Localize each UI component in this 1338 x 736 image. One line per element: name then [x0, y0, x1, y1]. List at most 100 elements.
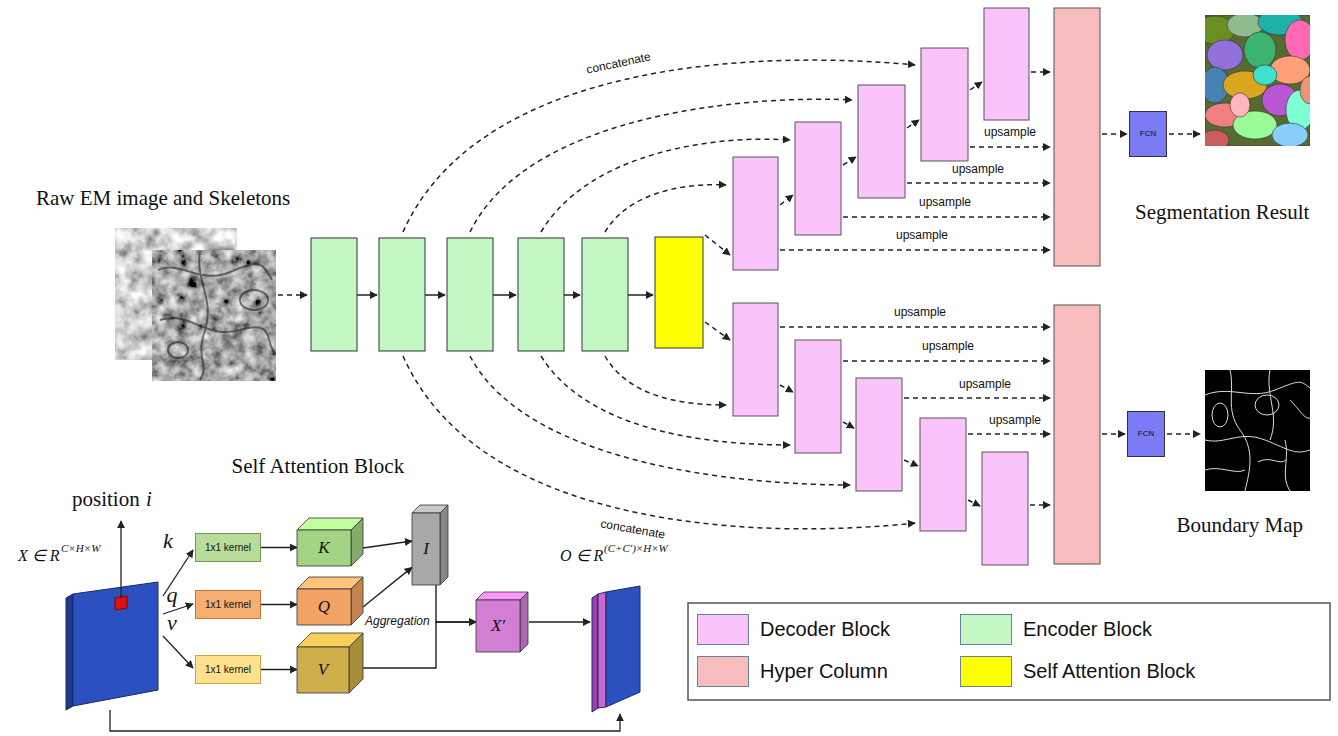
attention-arrows [529, 621, 590, 622]
upsample-label: upsample [982, 126, 1038, 140]
operation-label: Aggregation [363, 615, 432, 629]
dashed-arrows [843, 422, 854, 428]
em-image [168, 342, 188, 358]
node-text: 1x1 kernel [205, 542, 251, 553]
legend-swatch [697, 614, 749, 645]
em-image [152, 250, 276, 381]
dashed-arrows [470, 356, 850, 485]
upsample-label: upsample [987, 414, 1043, 428]
decoder-block [858, 85, 905, 198]
dashed-arrows [1030, 504, 1050, 506]
decoder-block [856, 378, 902, 491]
solid-arrows [493, 294, 516, 296]
output-caption: Boundary Map [1177, 513, 1304, 537]
cuboid-shape [412, 505, 448, 585]
node-face: Q [297, 589, 351, 625]
dashed-arrows [843, 216, 1050, 218]
decoder-block [982, 452, 1028, 565]
skip-label: concatenate [583, 50, 654, 78]
dashed-arrows [1102, 433, 1125, 435]
kernel-box: 1x1 kernel [195, 533, 261, 562]
em-image [160, 318, 274, 352]
decoder-block [795, 340, 841, 453]
solid-arrows [628, 294, 653, 296]
boundary-image [1205, 382, 1310, 395]
boundary-image [1205, 436, 1310, 451]
node-text: 1x1 kernel [205, 599, 251, 610]
cuboid-face [412, 513, 440, 585]
segmentation-image [1253, 65, 1277, 85]
upsample-label: upsample [917, 196, 973, 210]
segmentation-image [1205, 130, 1229, 146]
output-tensor [592, 586, 640, 712]
connector-arrow [261, 604, 297, 605]
attention-arrows [110, 710, 620, 731]
dashed-arrows [970, 146, 1050, 148]
value-tensor: V [297, 633, 363, 693]
skip-label: concatenate [597, 517, 668, 543]
legend-entry: Hyper Column [697, 656, 888, 687]
input-tensor [66, 594, 73, 710]
cuboid-face [297, 647, 349, 693]
decoder-block [733, 303, 778, 416]
cuboid-face [520, 592, 528, 652]
cuboid-face [297, 530, 351, 566]
legend-entry: Decoder Block [697, 614, 890, 645]
connector-arrow [363, 541, 412, 548]
boundary-image [1290, 400, 1310, 418]
node-text: X′ [491, 617, 505, 636]
boundary-image [1285, 440, 1290, 491]
decoder-block [984, 8, 1029, 120]
legend-entry: Encoder Block [960, 614, 1152, 645]
legend-swatch [960, 656, 1012, 687]
dashed-arrows [904, 397, 1050, 399]
cuboid-face [349, 633, 363, 693]
kernel-box: 1x1 kernel [195, 655, 261, 684]
cuboid-face [476, 600, 520, 652]
decoder-block [921, 48, 968, 161]
math-symbol: v [167, 610, 177, 635]
decoder-block [733, 8, 1029, 565]
upsample-label: upsample [957, 378, 1013, 392]
upsample-label: upsample [894, 229, 950, 243]
em-image [158, 264, 272, 280]
tensor-shape: X ∈ R [18, 547, 60, 565]
encoder-block [311, 238, 628, 351]
decoder-block [795, 122, 841, 235]
attention-arrows [120, 521, 121, 598]
fcn-box: FCN [1129, 111, 1167, 157]
legend-text: Hyper Column [760, 660, 888, 683]
boundary-image [1205, 370, 1310, 491]
output-caption: Segmentation Result [1135, 200, 1309, 224]
cuboid-face [476, 592, 528, 600]
legend-text: Decoder Block [760, 618, 890, 641]
math-symbol: q [167, 582, 178, 607]
input-tensor [66, 582, 158, 710]
cuboid-face [351, 577, 363, 625]
kernel-box: 1x1 kernel [195, 590, 261, 619]
segmentation-image [1207, 40, 1243, 70]
node-face: 1x1 kernel [196, 656, 260, 683]
cuboid-face [297, 589, 351, 625]
legend-swatch [960, 614, 1012, 645]
tensor-shape: O ∈ R [560, 547, 603, 565]
encoder-block [311, 238, 357, 351]
dashed-arrows [904, 460, 918, 466]
node-face: V [297, 647, 349, 693]
dashed-arrows [843, 360, 1050, 362]
output-tensor [598, 592, 606, 708]
encoder-block [379, 238, 425, 351]
boundary-image [1205, 469, 1245, 472]
node-face: FCN [1130, 112, 1166, 156]
cuboid-shape [297, 518, 363, 566]
dashed-arrows [968, 500, 980, 506]
dashed-arrows [605, 356, 726, 405]
hyper-column [1054, 305, 1100, 564]
self-attention-block [655, 237, 703, 348]
dashed-arrows [780, 385, 793, 392]
boundary-image [1255, 395, 1279, 415]
node-text: 1x1 kernel [205, 664, 251, 675]
key-tensor: K [297, 518, 363, 566]
connector-arrow [436, 585, 476, 622]
